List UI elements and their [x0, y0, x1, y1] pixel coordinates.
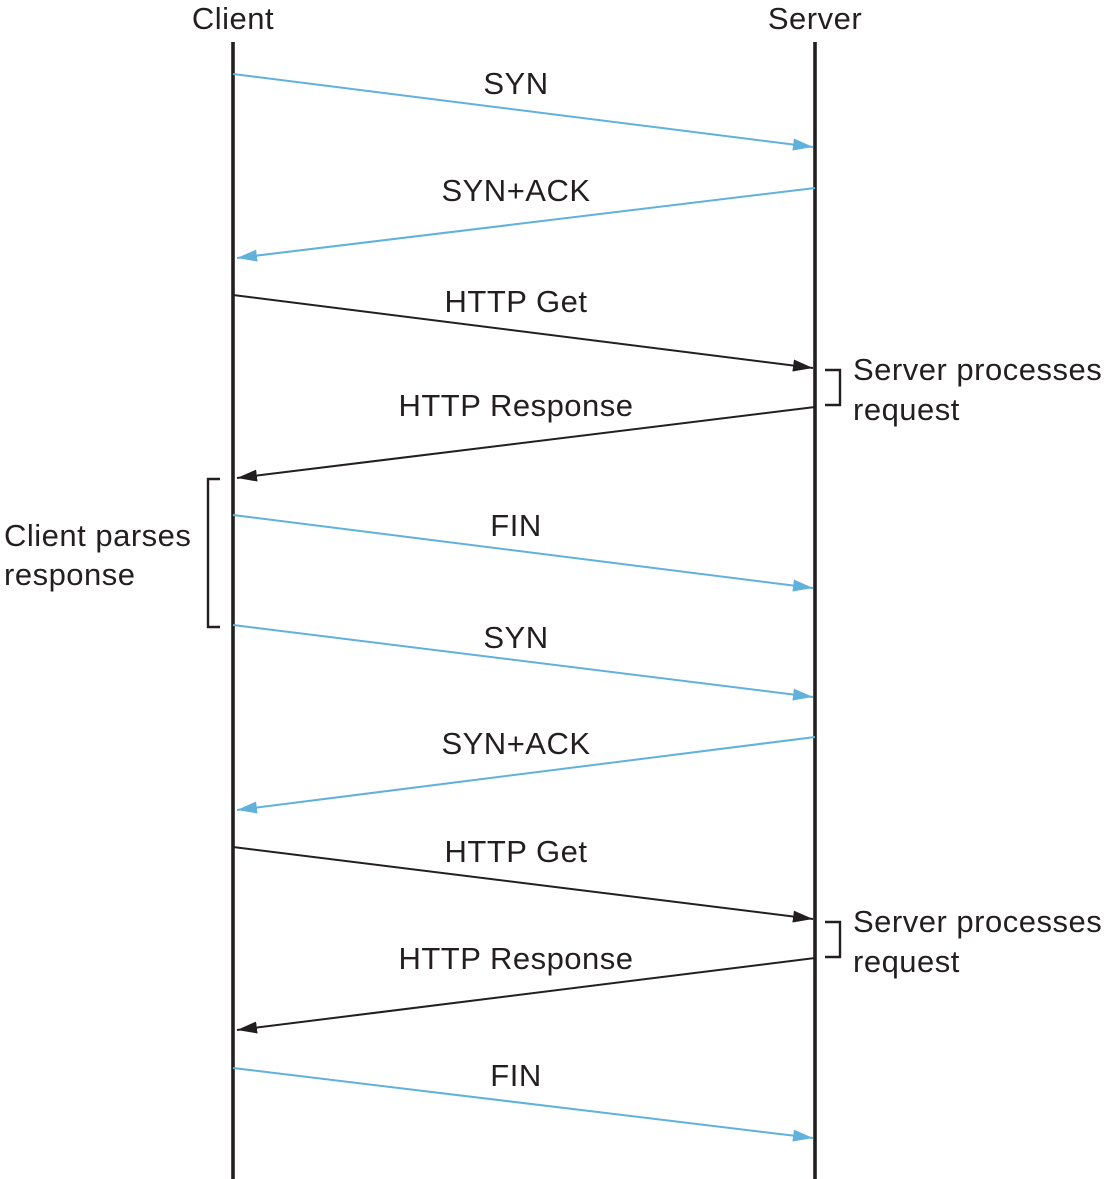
label-http-response-2: HTTP Response — [398, 941, 633, 976]
arrow-fin-1 — [232, 514, 814, 592]
arrow-http-get-2 — [232, 846, 814, 923]
label-http-get-1: HTTP Get — [445, 284, 588, 319]
server-processes-note-1-line1: Server processes — [853, 352, 1102, 387]
label-http-get-2: HTTP Get — [445, 834, 588, 869]
server-processes-note-2-line2: request — [853, 944, 960, 979]
server-processing-bracket-2 — [825, 920, 842, 959]
arrow-syn-2 — [232, 624, 814, 701]
arrow-http-response-2 — [236, 957, 816, 1034]
client-actor-label: Client — [192, 1, 274, 36]
arrow-http-get-1 — [232, 294, 814, 372]
label-syn-1: SYN — [483, 66, 548, 101]
client-parsing-bracket — [206, 477, 220, 629]
label-fin-1: FIN — [490, 508, 541, 543]
label-syn-2: SYN — [483, 620, 548, 655]
arrow-synack-2 — [236, 736, 816, 814]
arrow-http-response-1 — [236, 406, 816, 482]
server-processing-bracket-1 — [825, 368, 842, 407]
server-processes-note-2-line1: Server processes — [853, 904, 1102, 939]
arrow-syn-1 — [232, 73, 814, 151]
client-parses-note-line2: response — [4, 557, 136, 592]
client-parses-note-line1: Client parses — [4, 518, 191, 553]
server-actor-label: Server — [768, 1, 862, 36]
label-http-response-1: HTTP Response — [398, 388, 633, 423]
arrow-fin-2 — [232, 1067, 814, 1142]
label-fin-2: FIN — [490, 1058, 541, 1093]
label-synack-2: SYN+ACK — [441, 726, 590, 761]
arrow-synack-1 — [236, 187, 816, 262]
label-synack-1: SYN+ACK — [441, 173, 590, 208]
server-processes-note-1-line2: request — [853, 392, 960, 427]
